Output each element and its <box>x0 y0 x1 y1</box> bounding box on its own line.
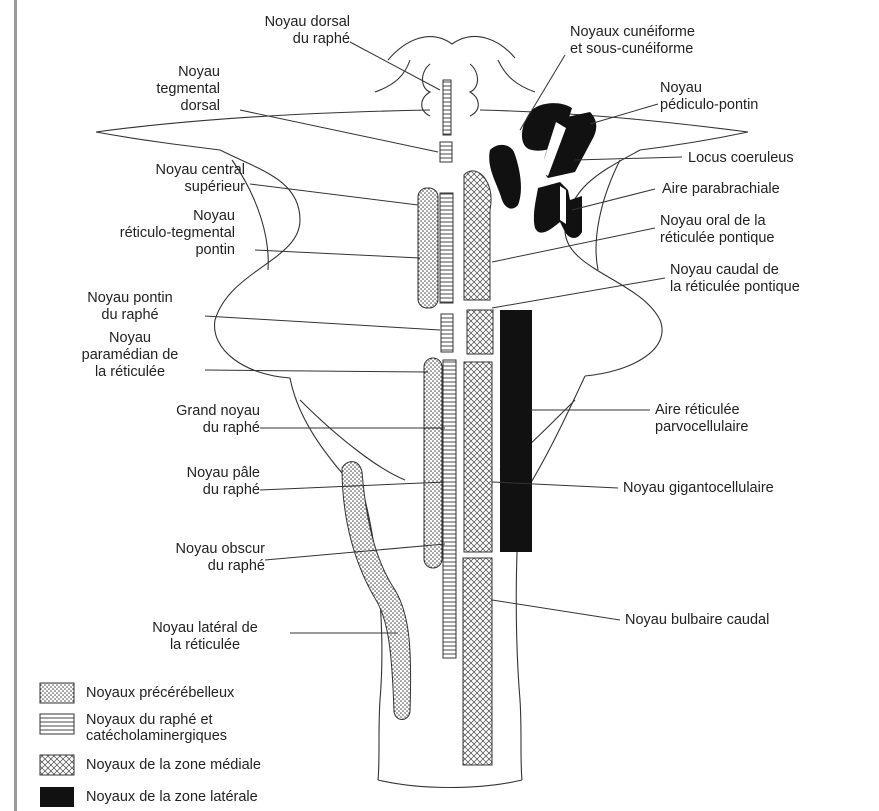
label-line: parvocellulaire <box>655 419 749 436</box>
reticulo-tegmental-shape <box>418 188 438 308</box>
legend-label: Noyaux du raphé et <box>86 712 227 728</box>
label-paramedian: Noyau paramédian de la réticulée <box>55 330 205 381</box>
label-line: Noyau central <box>90 162 245 179</box>
legend-label: Noyaux de la zone médiale <box>86 757 261 773</box>
label-line: Noyau <box>110 64 220 81</box>
label-reticulo-tegmental: Noyau réticulo-tegmental pontin <box>60 208 235 259</box>
label-parabrachiale: Aire parabrachiale <box>662 181 780 198</box>
label-line: du raphé <box>100 420 260 437</box>
label-line: réticulée pontique <box>660 230 774 247</box>
dorsal-raphe-shape <box>443 80 451 135</box>
label-line: Grand noyau <box>100 403 260 420</box>
gigantocellulaire-shape <box>464 362 492 552</box>
label-line: du raphé <box>100 482 260 499</box>
label-oral-reticulee: Noyau oral de la réticulée pontique <box>660 213 774 247</box>
label-line: Noyau oral de la <box>660 213 774 230</box>
label-grand-raphe: Grand noyau du raphé <box>100 403 260 437</box>
label-lateral-reticulee: Noyau latéral de la réticulée <box>120 620 290 654</box>
label-pediculo-pontin: Noyau pédiculo-pontin <box>660 80 758 114</box>
label-central-superieur: Noyau central supérieur <box>90 162 245 196</box>
label-line: paramédian de <box>55 347 205 364</box>
label-cuneiforme: Noyaux cunéiforme et sous-cunéiforme <box>570 24 695 58</box>
raphe-column-shape <box>443 360 456 658</box>
bulbaire-caudal-shape <box>463 558 492 765</box>
label-line: Noyau <box>55 330 205 347</box>
parabrachiale-shape <box>534 182 582 238</box>
label-line: pontin <box>60 242 235 259</box>
label-line: Locus coeruleus <box>688 150 794 167</box>
central-superieur-shape <box>440 193 453 303</box>
legend-label: Noyaux de la zone latérale <box>86 789 258 805</box>
label-line: pédiculo-pontin <box>660 97 758 114</box>
label-line: Noyau latéral de <box>120 620 290 637</box>
legend-swatch-lines <box>40 714 74 734</box>
locus-coeruleus-shape <box>489 145 521 209</box>
label-line: Aire réticulée <box>655 402 749 419</box>
label-line: la réticulée pontique <box>670 279 800 296</box>
pontin-raphe-shape <box>441 314 453 352</box>
legend-swatch-solid <box>40 787 74 807</box>
label-line: supérieur <box>90 179 245 196</box>
label-line: Noyaux cunéiforme <box>570 24 695 41</box>
legend-label: catécholaminergiques <box>86 728 227 744</box>
label-line: Noyau <box>60 208 235 225</box>
lateral-reticulee-shape <box>342 462 411 720</box>
parvocellulaire-shape <box>500 310 532 552</box>
label-line: Aire parabrachiale <box>662 181 780 198</box>
tegmental-dorsal-shape <box>440 142 452 162</box>
label-gigantocellulaire: Noyau gigantocellulaire <box>623 480 774 497</box>
label-line: dorsal <box>110 98 220 115</box>
oral-reticulee-shape <box>464 171 491 300</box>
label-line: du raphé <box>80 558 265 575</box>
legend-item-mediale: Noyaux de la zone médiale <box>86 757 261 773</box>
label-parvocellulaire: Aire réticulée parvocellulaire <box>655 402 749 436</box>
legend-swatch-cross <box>40 755 74 775</box>
label-locus-coeruleus: Locus coeruleus <box>688 150 794 167</box>
label-line: Noyau dorsal <box>190 14 350 31</box>
label-bulbaire-caudal: Noyau bulbaire caudal <box>625 612 769 629</box>
label-line: réticulo-tegmental <box>60 225 235 242</box>
label-dorsal-raphe: Noyau dorsal du raphé <box>190 14 350 48</box>
label-line: Noyau gigantocellulaire <box>623 480 774 497</box>
paramedian-shape <box>424 358 442 568</box>
legend-item-laterale: Noyaux de la zone latérale <box>86 789 258 805</box>
label-line: Noyau caudal de <box>670 262 800 279</box>
caudal-reticulee-shape <box>467 310 493 354</box>
legend-label: Noyaux précérébelleux <box>86 685 234 701</box>
label-obscur-raphe: Noyau obscur du raphé <box>80 541 265 575</box>
label-line: Noyau obscur <box>80 541 265 558</box>
label-line: du raphé <box>190 31 350 48</box>
label-line: tegmental <box>110 81 220 98</box>
legend-item-raphe: Noyaux du raphé et catécholaminergiques <box>86 712 227 744</box>
label-caudal-reticulee: Noyau caudal de la réticulée pontique <box>670 262 800 296</box>
label-line: la réticulée <box>55 364 205 381</box>
label-pale-raphe: Noyau pâle du raphé <box>100 465 260 499</box>
label-line: et sous-cunéiforme <box>570 41 695 58</box>
label-tegmental-dorsal: Noyau tegmental dorsal <box>110 64 220 115</box>
legend-item-precerebelleux: Noyaux précérébelleux <box>86 685 234 701</box>
label-line: Noyau pontin <box>55 290 205 307</box>
label-line: la réticulée <box>120 637 290 654</box>
label-line: Noyau <box>660 80 758 97</box>
legend-swatch-dots <box>40 683 74 703</box>
label-pontin-raphe: Noyau pontin du raphé <box>55 290 205 324</box>
label-line: Noyau pâle <box>100 465 260 482</box>
label-line: du raphé <box>55 307 205 324</box>
label-line: Noyau bulbaire caudal <box>625 612 769 629</box>
